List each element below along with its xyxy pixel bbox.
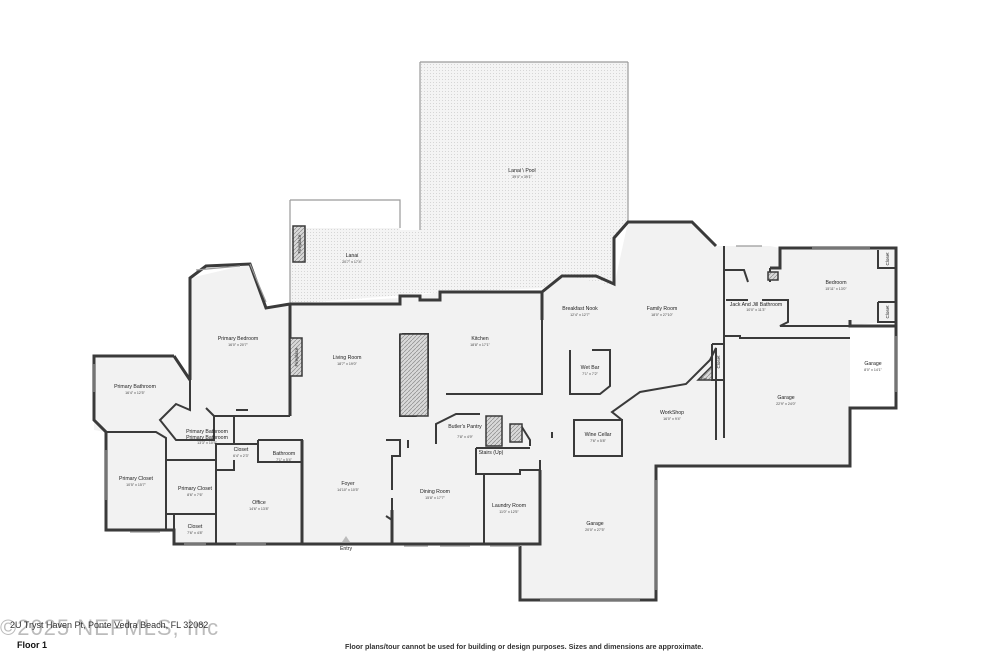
stairs-label: Stairs (Up) <box>479 450 504 456</box>
windows <box>93 245 897 601</box>
primary-bathroom2-label: Primary Bathroom <box>186 429 228 435</box>
kitchen-island <box>399 333 429 417</box>
bedroom-closet-bottom-label: Closet <box>885 305 890 319</box>
primary-closet2-dim: 8'6" x 7'6" <box>187 493 203 497</box>
office-label: Office <box>252 500 266 506</box>
dining-room-label: Dining Room <box>420 489 450 495</box>
bedroom-closet-top-label: Closet <box>885 252 890 266</box>
bed-cabinet <box>767 271 779 281</box>
garage-bottom-dim: 20'0" x 27'5" <box>585 528 605 532</box>
primary-fireplace <box>289 337 303 377</box>
wine-shelf <box>509 423 523 443</box>
bedroom-label: Bedroom <box>825 280 846 286</box>
garage-right-dim: 8'0" x 14'1" <box>864 368 882 372</box>
laundry-room-dim: 11'0" x 12'5" <box>499 510 519 514</box>
living-room-label: Living Room <box>333 355 362 361</box>
foyer-label: Foyer <box>341 481 355 487</box>
closet-bottom-label: Closet <box>188 524 203 530</box>
bathroom-dim: 7'1" x 5'4" <box>276 458 292 462</box>
workshop-dim: 16'0" x 9'4" <box>663 417 681 421</box>
garage-mid-dim: 22'9" x 24'0" <box>776 402 796 406</box>
wine-cellar-label: Wine Cellar <box>585 432 612 438</box>
primary-closet-label: Primary Closet <box>119 476 154 482</box>
office-dim: 14'6" x 13'8" <box>249 507 269 511</box>
bathroom-label: Bathroom <box>273 451 296 457</box>
lanai-label: Lanai <box>346 253 359 259</box>
jack-jill-dim: 10'0" x 11'3" <box>746 308 766 312</box>
primary-bathroom2-dim: 13'3" x 10'5" <box>197 441 217 445</box>
floor-label: Floor 1 <box>17 640 48 650</box>
foyer-dim: 14'10" x 10'5" <box>337 488 359 492</box>
closet-fire-label: Closet <box>716 355 721 369</box>
exterior-walls <box>92 220 898 602</box>
room-labels: Lanai \ Pool 39'4" x 39'1" Lanai 20'7" x… <box>114 168 890 552</box>
workshop-label: WorkShop <box>660 410 684 416</box>
garage-bottom-label: Garage <box>586 521 603 527</box>
primary-bathroom-label: Primary Bathroom <box>114 384 156 390</box>
lanai-pool-area <box>289 61 629 304</box>
kitchen-label: Kitchen <box>471 336 488 342</box>
butlers-pantry-dim: 7'8" x 4'9" <box>457 435 473 439</box>
fire-label: Fire <box>701 377 707 381</box>
lanai-pool-label: Lanai \ Pool <box>508 168 535 174</box>
lanai-fireplace <box>292 225 306 263</box>
closet-small-dim: 6'4" x 2'3" <box>233 454 249 458</box>
wine-cellar-dim: 7'6" x 5'8" <box>590 439 606 443</box>
garage-right-label: Garage <box>864 361 881 367</box>
lanai-pool-dim: 39'4" x 39'1" <box>512 175 532 179</box>
address-text: 2U Tryst Haven Pt, Ponte Vedra Beach, FL… <box>10 620 209 630</box>
stairs-hatch <box>485 415 503 447</box>
primary-fireplace-label: Fireplace <box>294 347 299 366</box>
watermark: ©2025 NEFMLS, Inc <box>0 615 220 640</box>
lanai-dim: 20'7" x 17'4" <box>342 260 362 264</box>
dining-room-dim: 15'8" x 17'7" <box>425 496 445 500</box>
family-room-dim: 18'0" x 27'10" <box>651 313 673 317</box>
entry-arrow-icon <box>342 536 350 542</box>
closet-bottom-dim: 7'6" x 4'8" <box>187 531 203 535</box>
breakfast-nook-label: Breakfast Nook <box>562 306 598 312</box>
house-fill <box>94 222 896 600</box>
entry-label: Entry <box>340 546 353 552</box>
primary-bedroom-dim: 16'0" x 20'7" <box>228 343 248 347</box>
butlers-pantry-label: Butler's Pantry <box>448 424 482 430</box>
kitchen-dim: 18'8" x 17'1" <box>470 343 490 347</box>
primary-closet2-label: Primary Closet <box>178 486 213 492</box>
garage-mid-label: Garage <box>777 395 794 401</box>
wet-bar-dim: 7'1" x 7'2" <box>582 372 598 376</box>
primary-bedroom-label: Primary Bedroom <box>218 336 258 342</box>
wet-bar-label: Wet Bar <box>581 365 600 371</box>
primary-bathroom-dim: 16'4" x 12'5" <box>125 391 145 395</box>
laundry-room-label: Laundry Room <box>492 503 526 509</box>
lanai-fireplace-label: Fireplace <box>297 234 302 253</box>
breakfast-nook-dim: 12'4" x 12'7" <box>570 313 590 317</box>
jack-jill-label: Jack And Jill Bathroom <box>730 302 782 308</box>
bedroom-dim: 15'11" x 13'0" <box>825 287 847 291</box>
closet-small-label: Closet <box>234 447 249 453</box>
family-room-label: Family Room <box>647 306 678 312</box>
disclaimer-text: Floor plans/tour cannot be used for buil… <box>345 642 704 651</box>
primary-closet-dim: 10'5" x 15'7" <box>126 483 146 487</box>
fire-box <box>696 364 713 381</box>
primary-bathroom2-sublabel: Primary Bathroom <box>186 435 228 441</box>
living-room-dim: 18'7" x 19'0" <box>337 362 357 366</box>
